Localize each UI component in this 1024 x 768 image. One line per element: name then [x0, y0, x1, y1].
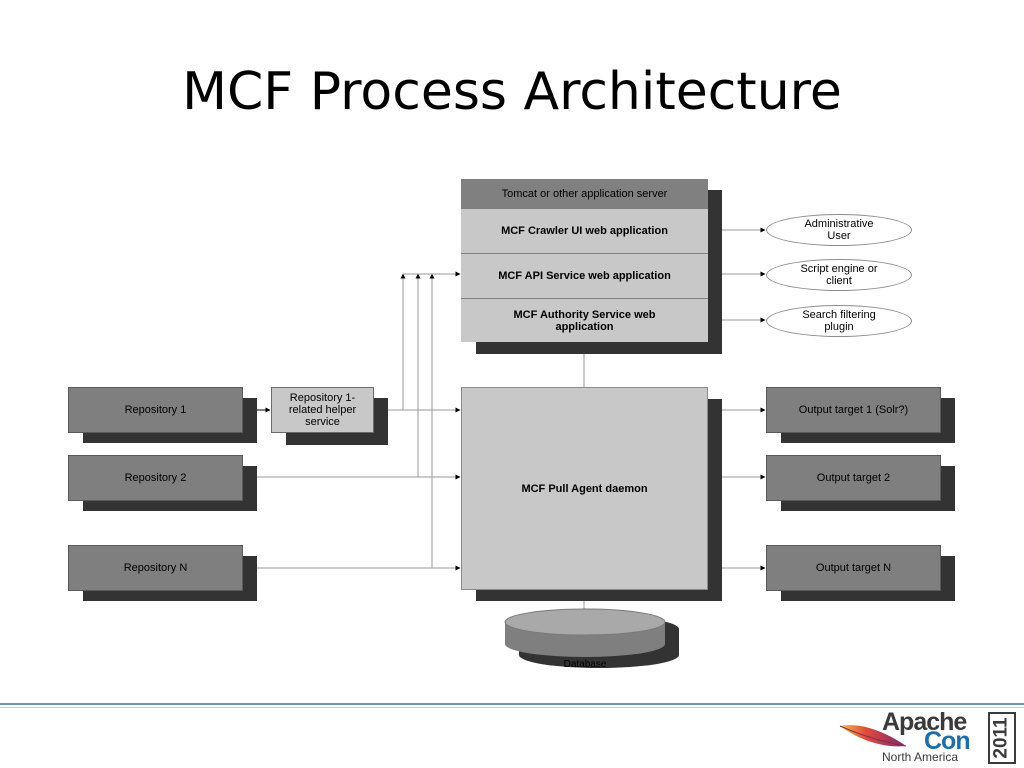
output-target-2: Output target 2	[766, 455, 941, 501]
logo-apache-text: Apache	[882, 708, 967, 736]
feather-icon	[839, 724, 907, 747]
crawler-ui-app: MCF Crawler UI web application	[461, 208, 708, 253]
script-engine-node: Script engine or client	[766, 259, 912, 291]
helper-service: Repository 1-related helper service	[271, 387, 374, 433]
administrative-user-label: Administrative User	[804, 218, 874, 242]
api-service-app: MCF API Service web application	[461, 253, 708, 298]
slide-title: MCF Process Architecture	[182, 62, 842, 122]
logo-year-box: 2011	[988, 712, 1016, 764]
footer-rule-thin	[0, 707, 1024, 708]
apachecon-logo: Apache Con North America 2011	[838, 708, 1018, 766]
search-filtering-label: Search filtering plugin	[802, 309, 876, 333]
search-filtering-node: Search filtering plugin	[766, 305, 912, 337]
logo-year-text: 2011	[991, 717, 1013, 759]
pull-agent-daemon: MCF Pull Agent daemon	[461, 387, 708, 590]
repository-1: Repository 1	[68, 387, 243, 433]
server-header: Tomcat or other application server	[461, 179, 708, 208]
database-label: Database	[563, 659, 607, 670]
administrative-user-node: Administrative User	[766, 214, 912, 246]
repository-2: Repository 2	[68, 455, 243, 501]
footer-rule	[0, 703, 1024, 705]
logo-con-text: Con	[924, 727, 971, 755]
output-target-n: Output target N	[766, 545, 941, 591]
script-engine-label: Script engine or client	[800, 263, 878, 287]
output-target-1: Output target 1 (Solr?)	[766, 387, 941, 433]
database-cylinder	[504, 608, 679, 668]
repository-n: Repository N	[68, 545, 243, 591]
logo-region-text: North America	[882, 750, 959, 764]
authority-service-app: MCF Authority Service web application	[461, 298, 708, 342]
